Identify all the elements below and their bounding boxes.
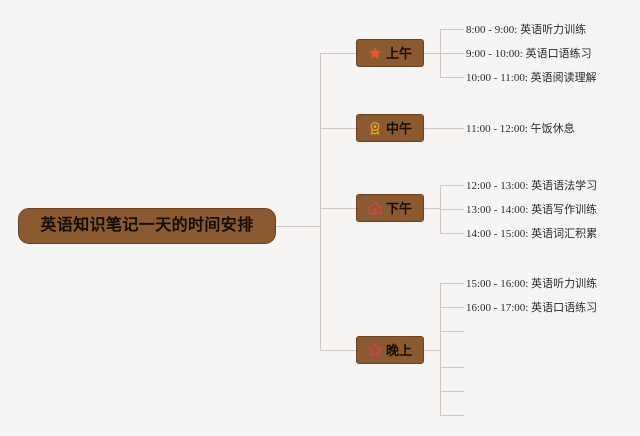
branch-node-label: 下午 (385, 200, 412, 216)
leaf-label: 12:00 - 13:00: 英语语法学习 (466, 180, 598, 192)
leaf-label: 14:00 - 15:00: 英语词汇积累 (466, 228, 598, 240)
branch-2-leaf-stub-1 (440, 209, 464, 210)
branch-0-stem (424, 53, 440, 54)
star-outline-icon (368, 343, 382, 357)
branch-node-afternoon[interactable]: 下午 (356, 194, 424, 222)
branch-2-leaf-stub-2 (440, 233, 464, 234)
branch-3-leaf-stub-5 (440, 415, 464, 416)
root-node[interactable]: 英语知识笔记一天的时间安排 (18, 208, 276, 244)
leaf-label: 16:00 - 17:00: 英语口语练习 (466, 302, 598, 314)
branch-3-leaf-stub-0 (440, 283, 464, 284)
root-node-label: 英语知识笔记一天的时间安排 (40, 217, 254, 234)
leaf-label: 8:00 - 9:00: 英语听力训练 (466, 24, 587, 36)
home-icon (368, 201, 382, 215)
branch-node-label: 晚上 (385, 342, 412, 358)
trunk-to-branch-3 (320, 350, 356, 351)
branch-2-leaf-stub-0 (440, 185, 464, 186)
leaf-label: 9:00 - 10:00: 英语口语练习 (466, 48, 592, 60)
main-trunk (320, 53, 321, 350)
branch-3-leaf-stub-2 (440, 331, 464, 332)
branch-3-leaf-stub-3 (440, 367, 464, 368)
branch-node-morning[interactable]: 上午 (356, 39, 424, 67)
branch-3-stem (424, 350, 440, 351)
branch-3-leaf-stub-4 (440, 391, 464, 392)
branch-node-noon[interactable]: 中午 (356, 114, 424, 142)
branch-0-leaf-stub-1 (440, 53, 464, 54)
leaf-label: 10:00 - 11:00: 英语阅读理解 (466, 72, 597, 84)
root-connector (276, 226, 320, 227)
trunk-to-branch-0 (320, 53, 356, 54)
trunk-to-branch-1 (320, 128, 356, 129)
branch-3-leaf-stub-1 (440, 307, 464, 308)
branch-node-label: 上午 (385, 45, 412, 61)
branch-1-stem (424, 128, 464, 129)
branch-0-leaf-stub-2 (440, 77, 464, 78)
star-icon (368, 46, 382, 60)
branch-0-leaf-stub-0 (440, 29, 464, 30)
leaf-label: 13:00 - 14:00: 英语写作训练 (466, 204, 598, 216)
medal-icon (368, 121, 382, 135)
branch-node-label: 中午 (385, 120, 412, 136)
leaf-label: 11:00 - 12:00: 午饭休息 (466, 123, 575, 135)
branch-node-evening[interactable]: 晚上 (356, 336, 424, 364)
leaf-label: 15:00 - 16:00: 英语听力训练 (466, 278, 598, 290)
branch-3-spine (440, 283, 441, 415)
branch-2-stem (424, 208, 440, 209)
trunk-to-branch-2 (320, 208, 356, 209)
